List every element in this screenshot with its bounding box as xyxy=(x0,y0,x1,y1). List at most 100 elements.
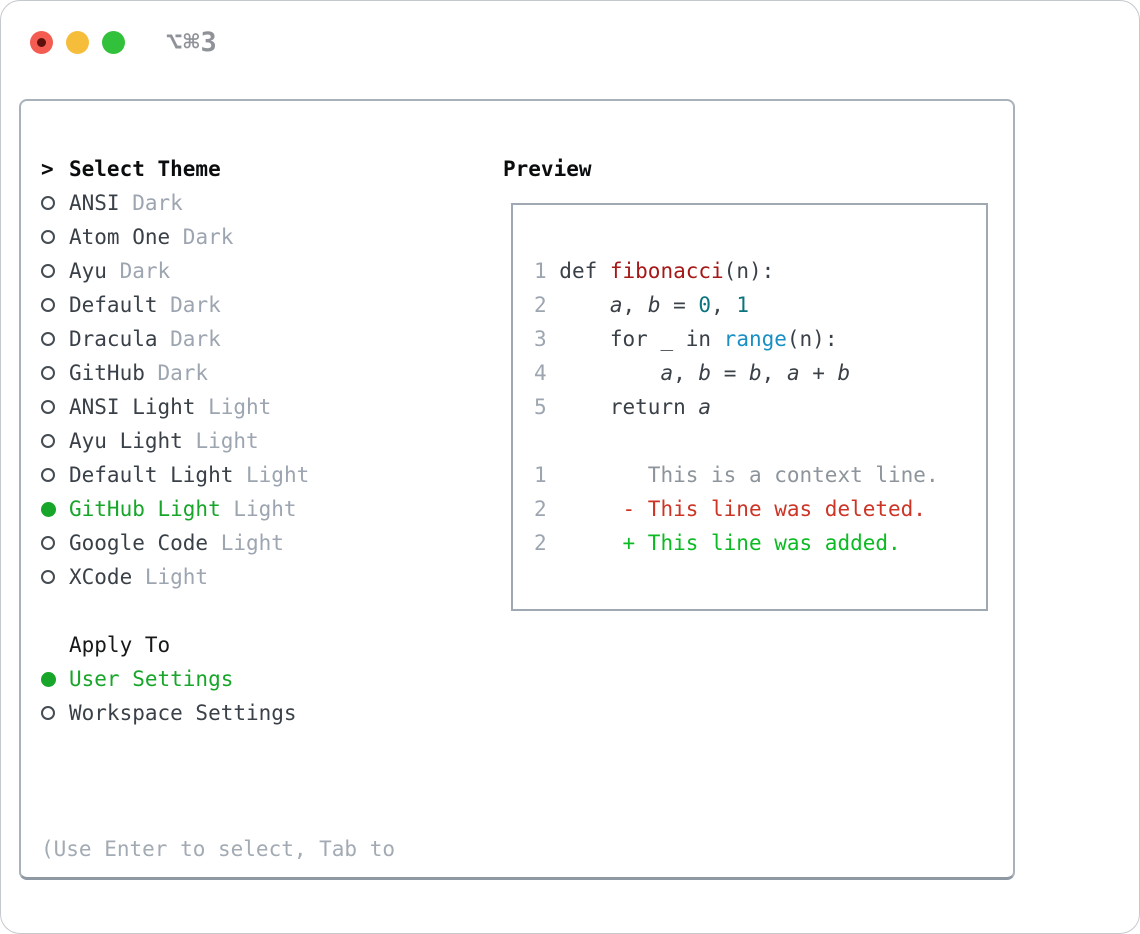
theme-option[interactable]: ANSI Dark xyxy=(41,186,395,220)
theme-option[interactable]: ANSI Light Light xyxy=(41,390,395,424)
theme-variant: Dark xyxy=(170,225,234,249)
theme-option[interactable]: Ayu Light Light xyxy=(41,424,395,458)
token-code: = xyxy=(660,293,699,317)
radio-icon xyxy=(41,196,55,210)
line-number: 2 xyxy=(534,293,547,317)
token-code xyxy=(547,361,661,385)
token-code: (n): xyxy=(723,259,775,283)
cursor-icon: > xyxy=(41,157,54,181)
theme-name: Atom One xyxy=(69,225,171,249)
preview-line: 5 return a xyxy=(534,390,986,424)
token-code: for _ in xyxy=(546,327,724,351)
theme-option[interactable]: XCode Light xyxy=(41,560,395,594)
theme-option[interactable]: GitHub Light Light xyxy=(41,492,395,526)
token-var: a xyxy=(609,293,623,317)
line-number: 2 xyxy=(534,531,547,555)
token-code: , xyxy=(761,361,787,385)
apply-to-option[interactable]: Workspace Settings xyxy=(41,696,395,730)
preview-line: 1 def fibonacci(n): xyxy=(534,254,986,288)
token-var: a xyxy=(698,395,712,419)
token-var: b xyxy=(837,361,851,385)
preview-line: 2 + This line was added. xyxy=(534,526,986,560)
theme-option[interactable]: Default Light Light xyxy=(41,458,395,492)
theme-name: ANSI xyxy=(69,191,120,215)
radio-icon xyxy=(41,366,55,380)
apply-to-title: Apply To xyxy=(69,633,171,657)
theme-option[interactable]: Default Dark xyxy=(41,288,395,322)
radio-icon xyxy=(41,468,55,482)
theme-variant: Dark xyxy=(119,191,183,215)
token-del: - This line was deleted. xyxy=(546,497,926,521)
theme-name: ANSI Light xyxy=(69,395,196,419)
theme-option[interactable]: GitHub Dark xyxy=(41,356,395,390)
preview-line: 2 - This line was deleted. xyxy=(534,492,986,526)
close-button[interactable] xyxy=(30,31,53,54)
theme-variant: Light xyxy=(208,531,284,555)
preview-line: 3 for _ in range(n): xyxy=(534,322,986,356)
preview-line: 4 a, b = b, a + b xyxy=(534,356,986,390)
token-code: def xyxy=(546,259,610,283)
minimize-button[interactable] xyxy=(66,31,89,54)
preview-title: Preview xyxy=(503,157,592,181)
line-number: 1 xyxy=(534,259,547,283)
theme-variant: Light xyxy=(195,395,272,419)
theme-option[interactable]: Dracula Dark xyxy=(41,322,395,356)
zoom-button[interactable] xyxy=(102,31,125,54)
radio-icon xyxy=(41,332,55,346)
theme-option[interactable]: Google Code Light xyxy=(41,526,395,560)
preview-blank-line xyxy=(534,424,986,458)
apply-to-label: Workspace Settings xyxy=(69,701,297,725)
theme-variant: Dark xyxy=(106,259,171,283)
radio-icon xyxy=(41,298,55,312)
theme-option[interactable]: Atom One Dark xyxy=(41,220,395,254)
radio-icon xyxy=(41,264,55,278)
token-code: (n): xyxy=(786,327,838,351)
theme-name: Ayu xyxy=(69,259,107,283)
token-var: b xyxy=(698,361,712,385)
theme-variant: Light xyxy=(182,429,259,453)
apply-to-option[interactable]: User Settings xyxy=(41,662,395,696)
preview-line: 2 a, b = 0, 1 xyxy=(534,288,986,322)
token-code: = xyxy=(711,361,749,385)
theme-name: Google Code xyxy=(69,531,209,555)
radio-icon xyxy=(41,400,55,414)
line-number: 1 xyxy=(534,463,547,487)
token-code xyxy=(547,293,610,317)
apply-to-label: User Settings xyxy=(69,667,234,691)
preview-column: Preview 1 def fibonacci(n):2 a, b = 0, 1… xyxy=(503,152,988,611)
theme-name: Default Light xyxy=(69,463,234,487)
radio-icon xyxy=(41,230,55,244)
theme-variant: Dark xyxy=(157,293,221,317)
token-code: + xyxy=(799,361,838,385)
token-code: , xyxy=(711,293,737,317)
theme-name: Ayu Light xyxy=(69,429,183,453)
radio-icon xyxy=(41,536,55,550)
theme-name: XCode xyxy=(69,565,133,589)
line-number: 3 xyxy=(534,327,547,351)
keyboard-hint: (Use Enter to select, Tab to change focu… xyxy=(41,764,396,933)
radio-icon xyxy=(41,570,55,584)
apply-to-header: Apply To xyxy=(41,628,395,662)
radio-selected-icon xyxy=(41,501,56,517)
theme-name: GitHub Light xyxy=(69,497,221,521)
token-var: a xyxy=(660,361,674,385)
token-code: , xyxy=(673,361,699,385)
theme-select-title: Select Theme xyxy=(69,157,221,181)
line-number: 5 xyxy=(534,395,547,419)
token-var: b xyxy=(647,293,661,317)
preview-line: 1 This is a context line. xyxy=(534,458,986,492)
radio-icon xyxy=(41,434,55,448)
theme-name: GitHub xyxy=(69,361,145,385)
theme-option[interactable]: Ayu Dark xyxy=(41,254,395,288)
token-builtin: range xyxy=(723,327,787,351)
hint-line-1: (Use Enter to select, Tab to xyxy=(41,837,396,861)
window-shortcut-title: ⌥⌘3 xyxy=(166,27,218,58)
close-dot-icon xyxy=(37,38,46,47)
spacer xyxy=(41,594,395,628)
spacer xyxy=(41,730,395,764)
